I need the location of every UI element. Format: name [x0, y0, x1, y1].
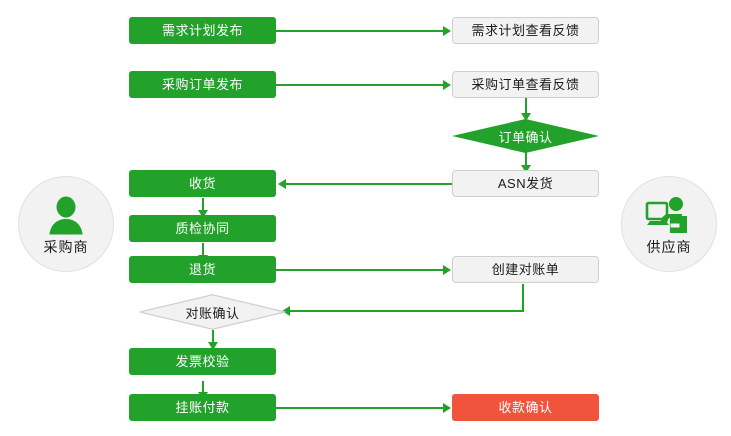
actor-buyer[interactable]: 采购商 [18, 176, 114, 272]
node-label: ASN发货 [497, 176, 554, 191]
arrowhead-invoice [208, 342, 218, 350]
node-receipt-confirm[interactable]: 收款确认 [452, 394, 599, 421]
arrowhead-purchase-order [443, 80, 451, 90]
node-purchase-order-publish[interactable]: 采购订单发布 [129, 71, 276, 98]
node-label: 创建对账单 [491, 262, 560, 277]
node-label: 需求计划发布 [161, 23, 243, 38]
node-purchase-order-feedback[interactable]: 采购订单查看反馈 [452, 71, 599, 98]
connector-statement-down [522, 284, 524, 312]
connector-return-to-statement [276, 269, 444, 271]
node-create-statement[interactable]: 创建对账单 [452, 256, 599, 283]
node-label: 退货 [188, 262, 216, 277]
connector-receive-to-quality [202, 198, 204, 212]
connector-pay-to-receipt [276, 407, 444, 409]
node-receive-goods[interactable]: 收货 [129, 170, 276, 197]
diamond-shape-icon [139, 294, 286, 330]
arrowhead-receive [278, 179, 286, 189]
actor-label: 采购商 [43, 238, 89, 255]
arrowhead-order-confirm [521, 113, 531, 121]
node-demand-plan-feedback[interactable]: 需求计划查看反馈 [452, 17, 599, 44]
node-label: 订单确认 [498, 129, 553, 145]
node-label: 需求计划查看反馈 [471, 23, 580, 38]
node-asn-shipment[interactable]: ASN发货 [452, 170, 599, 197]
actor-supplier[interactable]: 供应商 [621, 176, 717, 272]
node-label: 收货 [188, 176, 216, 191]
arrowhead-demand-plan [443, 26, 451, 36]
node-demand-plan-publish[interactable]: 需求计划发布 [129, 17, 276, 44]
connector-confirm-to-invoice [212, 330, 214, 344]
connector-invoice-to-pay [202, 381, 204, 394]
actor-label: 供应商 [646, 238, 692, 255]
node-label: 采购订单查看反馈 [471, 77, 580, 92]
connector-quality-to-return [202, 243, 204, 257]
arrowhead-asn [521, 165, 531, 173]
connector-demand-plan [276, 30, 444, 32]
node-pay-on-account[interactable]: 挂账付款 [129, 394, 276, 421]
connector-feedback-to-order-confirm [525, 98, 527, 116]
person-at-computer-icon [645, 196, 687, 233]
arrowhead-create-statement [443, 265, 451, 275]
person-icon [49, 196, 83, 234]
node-statement-confirm[interactable]: 对账确认 [139, 294, 286, 330]
node-invoice-check[interactable]: 发票校验 [129, 348, 276, 375]
node-label: 对账确认 [185, 305, 240, 321]
connector-statement-to-confirm [290, 310, 524, 312]
connector-asn-to-receive [286, 183, 452, 185]
diamond-shape-icon [452, 119, 599, 153]
arrowhead-statement-confirm [282, 306, 290, 316]
connector-purchase-order [276, 84, 444, 86]
node-label: 发票校验 [175, 354, 230, 369]
node-label: 挂账付款 [175, 400, 230, 415]
node-quality-collab[interactable]: 质检协同 [129, 215, 276, 242]
node-label: 质检协同 [175, 221, 230, 236]
node-return-goods[interactable]: 退货 [129, 256, 276, 283]
node-order-confirm[interactable]: 订单确认 [452, 119, 599, 153]
node-label: 采购订单发布 [161, 77, 243, 92]
arrowhead-quality [198, 210, 208, 218]
node-label: 收款确认 [498, 400, 553, 415]
arrowhead-receipt [443, 403, 451, 413]
connector-order-confirm-to-asn [525, 152, 527, 168]
